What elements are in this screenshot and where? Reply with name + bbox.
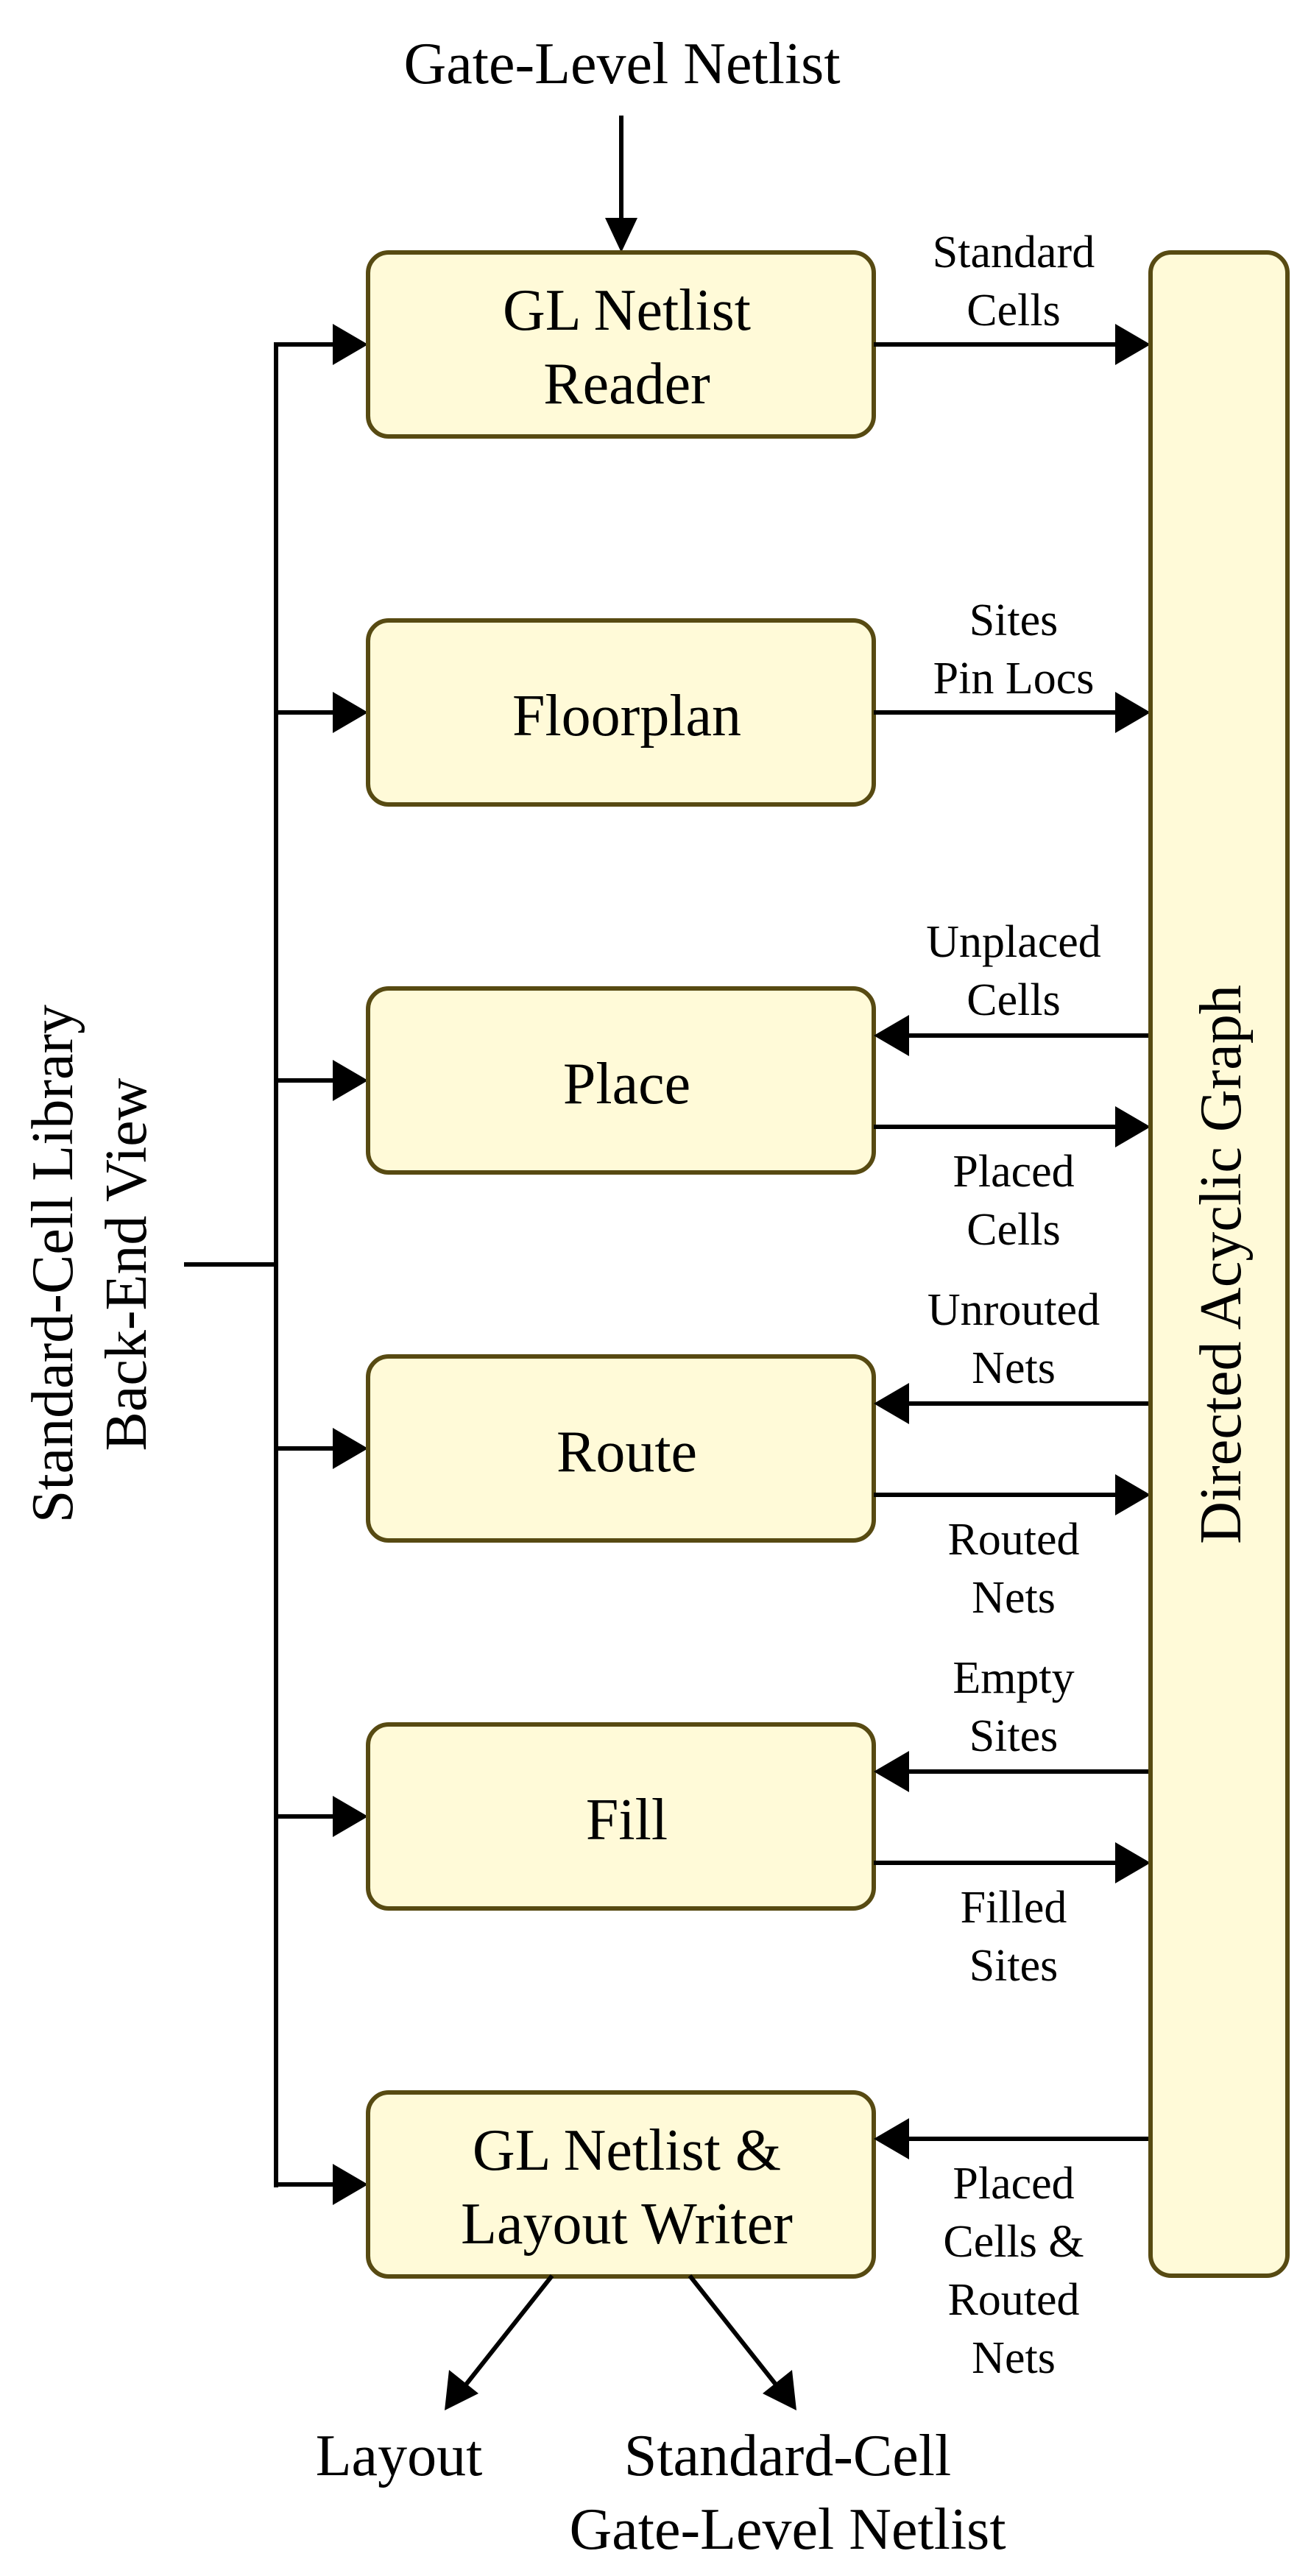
arrowhead — [1115, 1474, 1151, 1515]
to-dag-label-line2: Pin Locs — [933, 654, 1095, 704]
dag-label: Directed Acyclic Graph — [1189, 985, 1254, 1544]
from-dag-label-line1: Unplaced — [926, 917, 1101, 967]
stages: GL NetlistReaderStandardCellsFloorplanSi… — [274, 227, 1151, 2383]
input-gate-level-netlist-label: Gate-Level Netlist — [403, 32, 840, 96]
to-dag-arrow — [874, 1106, 1151, 1147]
stage-title-line1: Floorplan — [512, 684, 741, 749]
input-arrow — [605, 116, 637, 252]
arrowhead — [874, 1751, 909, 1792]
stage-box-route[interactable]: Route — [366, 1354, 876, 1543]
to-dag-arrow — [874, 1842, 1151, 1883]
library-label-line2: Back-End View — [94, 1078, 159, 1451]
stage-box-fill[interactable]: Fill — [366, 1722, 876, 1911]
from-dag-label-line1: Unrouted — [927, 1285, 1100, 1335]
arrowhead — [333, 1060, 368, 1101]
output-layout-label: Layout — [316, 2424, 483, 2488]
from-dag-label-line4: Nets — [972, 2333, 1056, 2383]
from-dag-label-line2: Cells — [967, 975, 1060, 1025]
from-dag-arrow — [874, 1015, 1151, 1056]
arrowhead — [874, 2118, 909, 2159]
arrowhead — [333, 1428, 368, 1469]
library-branch-arrow — [274, 1428, 368, 1469]
arrowhead — [445, 2370, 478, 2410]
arrowhead — [763, 2370, 796, 2410]
stage-title-line2: Reader — [543, 352, 710, 417]
from-dag-label-line1: Placed — [953, 2159, 1074, 2209]
to-dag-label-line1: Routed — [947, 1515, 1079, 1565]
to-dag-label-line1: Filled — [961, 1883, 1067, 1933]
to-dag-arrow — [874, 692, 1151, 733]
library-branch-arrow — [274, 1060, 368, 1101]
output-netlist: Standard-Cell Gate-Level Netlist — [569, 2274, 1006, 2562]
from-dag-arrow — [874, 2118, 1151, 2159]
to-dag-label-line1: Placed — [953, 1147, 1074, 1197]
to-dag-label-line1: Sites — [969, 595, 1059, 645]
library-branch-arrow — [274, 2164, 368, 2205]
stage-box-floorplan[interactable]: Floorplan — [366, 618, 876, 807]
stage-box-place[interactable]: Place — [366, 986, 876, 1175]
arrowhead — [874, 1383, 909, 1424]
output-netlist-label-line1: Standard-Cell — [624, 2424, 951, 2488]
stage-title-line1: Route — [556, 1420, 697, 1485]
from-dag-label-line3: Routed — [947, 2275, 1079, 2325]
to-dag-label-line1: Standard — [933, 227, 1095, 277]
dag-box[interactable] — [1148, 250, 1290, 2278]
arrowhead — [1115, 692, 1151, 733]
stage-title-line1: Place — [563, 1052, 690, 1117]
to-dag-arrow — [874, 324, 1151, 365]
arrowhead — [333, 692, 368, 733]
from-dag-label-line2: Cells & — [943, 2217, 1084, 2267]
arrowhead — [1115, 1842, 1151, 1883]
arrowhead — [1115, 1106, 1151, 1147]
library-branch-arrow — [274, 692, 368, 733]
from-dag-label-line2: Sites — [969, 1711, 1059, 1761]
to-dag-label-line2: Cells — [967, 1205, 1060, 1255]
stage-box-rect[interactable] — [366, 2090, 876, 2279]
arrowhead — [333, 324, 368, 365]
from-dag-arrow — [874, 1751, 1151, 1792]
stage-title-line1: GL Netlist & — [473, 2118, 781, 2183]
library-label-line1: Standard-Cell Library — [21, 1005, 85, 1523]
stage-box-writer[interactable]: GL Netlist & Layout Writer — [366, 2090, 876, 2279]
library-branch-arrow — [274, 1796, 368, 1837]
stage-box-rect[interactable] — [366, 1354, 876, 1543]
output-layout: Layout — [316, 2274, 554, 2488]
stage-title-line1: Fill — [586, 1788, 668, 1853]
library-branch-arrow — [274, 324, 368, 365]
to-dag-label-line2: Nets — [972, 1573, 1056, 1623]
dag-block[interactable]: Directed Acyclic Graph — [1148, 250, 1290, 2278]
stage-title-line1: GL Netlist — [503, 278, 751, 343]
to-dag-arrow — [874, 1474, 1151, 1515]
to-dag-label-line2: Cells — [967, 286, 1060, 336]
stage-box-rect[interactable] — [366, 986, 876, 1175]
output-netlist-label-line2: Gate-Level Netlist — [569, 2497, 1006, 2562]
stage-title-line2: Layout Writer — [461, 2192, 793, 2257]
from-dag-label-line2: Nets — [972, 1343, 1056, 1393]
library-input-label: Standard-Cell Library Back-End View — [21, 1005, 159, 1523]
arrowhead — [874, 1015, 909, 1056]
arrowhead — [333, 2164, 368, 2205]
stage-box-rect[interactable] — [366, 1722, 876, 1911]
from-dag-arrow — [874, 1383, 1151, 1424]
arrowhead — [333, 1796, 368, 1837]
arrowhead — [1115, 324, 1151, 365]
from-dag-label-line1: Empty — [953, 1653, 1074, 1703]
to-dag-label-line2: Sites — [969, 1941, 1059, 1991]
